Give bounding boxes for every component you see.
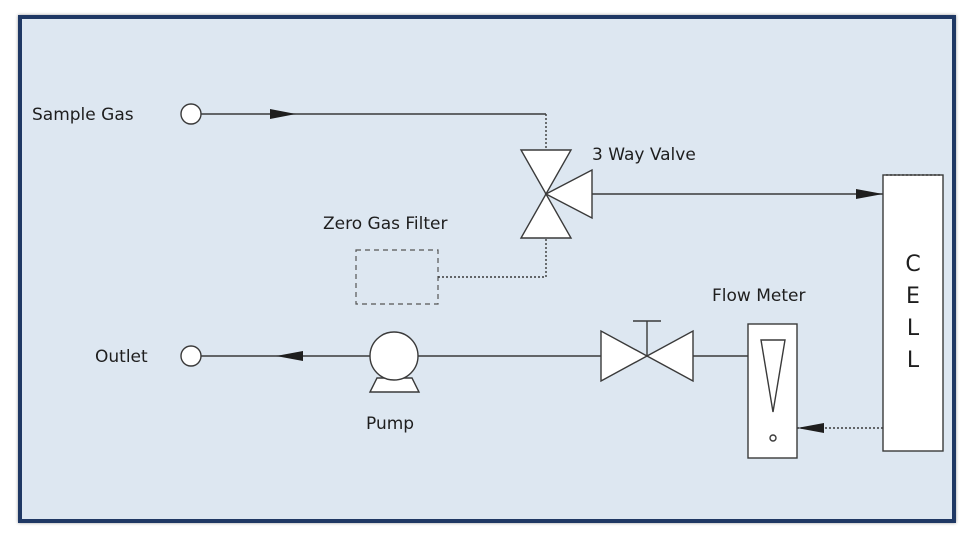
filter-to-valve-line	[438, 238, 547, 278]
flow-meter-float	[769, 434, 777, 442]
cell	[882, 174, 944, 452]
pump-label: Pump	[366, 414, 414, 434]
zero-gas-filter	[355, 249, 439, 305]
outlet-port	[180, 345, 202, 367]
cell-inlet-arrow	[856, 189, 883, 199]
three-way-valve	[519, 149, 593, 239]
outlet-label: Outlet	[95, 347, 148, 367]
pump-base	[368, 377, 421, 393]
flow-meter-label: Flow Meter	[712, 286, 805, 306]
flow-meter-inlet-arrow	[797, 423, 824, 433]
cell-letter-3: L	[907, 316, 920, 341]
three-way-valve-label: 3 Way Valve	[592, 145, 696, 165]
sample-gas-flow-arrow	[270, 109, 296, 119]
cell-letter-4: L	[907, 348, 920, 373]
needle-valve	[600, 320, 694, 383]
flow-meter	[747, 323, 798, 459]
cell-letter-1: C	[905, 252, 920, 277]
needle-valve-right	[645, 329, 694, 383]
zero-gas-filter-label: Zero Gas Filter	[323, 214, 447, 234]
sample-gas-port	[180, 103, 202, 125]
needle-valve-left	[600, 329, 649, 383]
valve-top-port	[519, 149, 573, 196]
flow-meter-taper	[760, 339, 786, 413]
sample-gas-label: Sample Gas	[32, 105, 134, 125]
pump-body	[369, 331, 419, 381]
pump	[368, 331, 421, 393]
valve-bottom-port	[519, 192, 573, 239]
outlet-flow-arrow	[276, 351, 303, 361]
diagram-frame	[18, 15, 956, 523]
cell-letter-2: E	[906, 284, 920, 309]
